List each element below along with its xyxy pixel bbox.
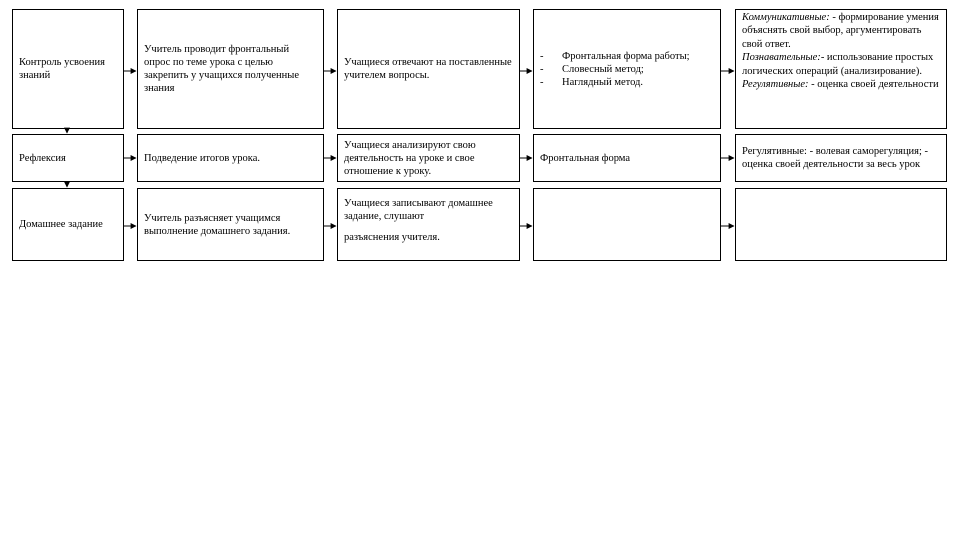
teacher-activity-text: Подведение итогов урока. bbox=[144, 152, 260, 164]
stage-label: Домашнее задание bbox=[19, 219, 103, 230]
teacher-cell-homework: Учитель разъясняет учащимся выполнение д… bbox=[137, 188, 324, 261]
methods-list: -Фронтальная форма работы; -Словесный ме… bbox=[534, 50, 696, 89]
uud-text: Регулятивные: - волевая саморегуляция; -… bbox=[742, 146, 929, 170]
uud-cell-homework bbox=[735, 188, 947, 261]
students-cell-homework: Учащиеся записывают домашнее задание, сл… bbox=[337, 188, 520, 261]
uud-cell-control: Коммуникативные: - формирование умения о… bbox=[735, 9, 947, 129]
list-item: -Словесный метод; bbox=[540, 63, 644, 75]
methods-text: Фронтальная форма bbox=[540, 152, 631, 164]
stage-cell-homework: Домашнее задание bbox=[12, 188, 124, 261]
stage-cell-reflection: Рефлексия bbox=[12, 134, 124, 182]
students-cell-control: Учащиеся отвечают на поставленные учител… bbox=[337, 9, 520, 129]
teacher-cell-reflection: Подведение итогов урока. bbox=[137, 134, 324, 182]
teacher-cell-control: Учитель проводит фронтальный опрос по те… bbox=[137, 9, 324, 129]
teacher-activity-text: Учитель проводит фронтальный опрос по те… bbox=[144, 44, 300, 94]
methods-cell-control: -Фронтальная форма работы; -Словесный ме… bbox=[533, 9, 721, 129]
stage-label: Рефлексия bbox=[19, 152, 66, 164]
stage-cell-control: Контроль усвоения знаний bbox=[12, 9, 124, 129]
teacher-activity-text: Учитель разъясняет учащимся выполнение д… bbox=[144, 212, 291, 237]
methods-cell-homework bbox=[533, 188, 721, 261]
students-cell-reflection: Учащиеся анализируют свою деятельность н… bbox=[337, 134, 520, 182]
stage-label: Контроль усвоения знаний bbox=[19, 57, 105, 81]
list-item: -Фронтальная форма работы; bbox=[540, 50, 690, 62]
students-activity-text: Учащиеся анализируют свою деятельность н… bbox=[344, 139, 476, 177]
list-item: -Наглядный метод. bbox=[540, 76, 644, 88]
methods-cell-reflection: Фронтальная форма bbox=[533, 134, 721, 182]
uud-cell-reflection: Регулятивные: - волевая саморегуляция; -… bbox=[735, 134, 947, 182]
students-activity-text: Учащиеся отвечают на поставленные учител… bbox=[344, 57, 512, 81]
students-activity-text: Учащиеся записывают домашнее задание, сл… bbox=[344, 198, 493, 243]
uud-text: Коммуникативные: - формирование умения о… bbox=[742, 12, 939, 91]
